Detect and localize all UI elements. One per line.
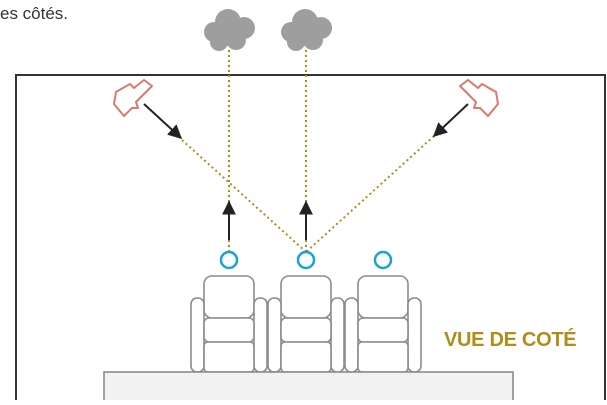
head-icon xyxy=(373,250,393,270)
head-icon xyxy=(296,250,316,270)
seat-icon xyxy=(190,275,268,373)
speaker-icon xyxy=(459,79,499,117)
speaker-icon xyxy=(113,79,153,117)
caption-text: es côtés. xyxy=(0,4,69,23)
seat-icon xyxy=(344,275,422,373)
ray-right-speaker xyxy=(305,135,435,253)
room-frame xyxy=(15,74,606,405)
ray-left-speaker xyxy=(181,139,307,253)
view-label: VUE DE COTÉ xyxy=(444,329,577,351)
arrow-icon xyxy=(143,103,183,139)
arrow-icon xyxy=(432,103,469,137)
cloud-icon xyxy=(204,9,255,51)
head-icon xyxy=(219,250,239,270)
riser-platform xyxy=(103,371,514,405)
reflection-rays xyxy=(181,50,435,253)
cloud-icon xyxy=(281,9,332,51)
seat-icon xyxy=(267,275,345,373)
